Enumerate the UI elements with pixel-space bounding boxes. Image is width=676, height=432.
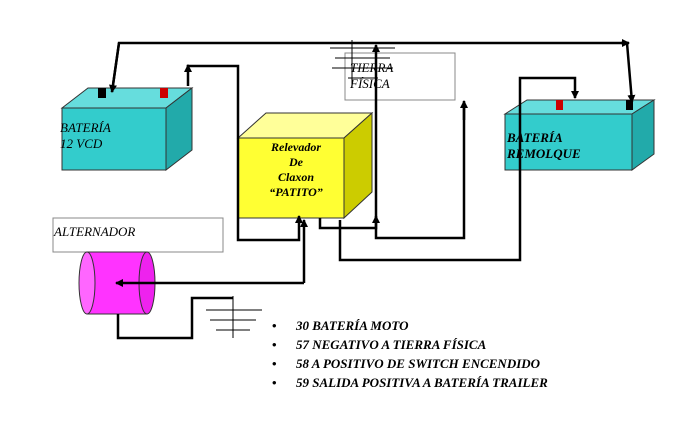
legend-item-text: 57 NEGATIVO A TIERRA FÍSICA xyxy=(296,337,487,352)
battery-label: BATERÍA 12 VCD xyxy=(60,120,111,152)
relay-label-line4: “PATITO” xyxy=(269,185,323,199)
bullet-icon: • xyxy=(272,356,277,371)
battery-label-line2: 12 VCD xyxy=(60,136,103,151)
ground-label-box xyxy=(344,52,456,101)
trailer-label-line1: BATERÍA xyxy=(507,130,563,145)
relay-label-line1: Relevador xyxy=(271,140,321,154)
legend-item-text: 59 SALIDA POSITIVA A BATERÍA TRAILER xyxy=(296,375,548,390)
wire-alternator-to-ground xyxy=(116,296,233,340)
wire-top-bus-start xyxy=(109,42,121,93)
wire-switch-58 xyxy=(372,104,466,240)
ground-symbol-top xyxy=(330,40,395,88)
legend-item: • 57 NEGATIVO A TIERRA FÍSICA xyxy=(270,335,548,354)
trailer-label-line2: REMOLQUE xyxy=(507,146,581,161)
bullet-icon: • xyxy=(272,318,277,333)
battery-12vcd xyxy=(60,86,194,172)
relay-label-line3: Claxon xyxy=(277,170,314,184)
legend-item-text: 58 A POSITIVO DE SWITCH ENCENDIDO xyxy=(296,356,541,371)
trailer-positive-terminal xyxy=(556,100,563,110)
battery-negative-terminal xyxy=(98,88,106,98)
relay-label: Relevador De Claxon “PATITO” xyxy=(240,140,352,200)
battery-label-line1: BATERÍA xyxy=(60,120,111,135)
ground-label-line2: FÍSICA xyxy=(350,76,390,91)
ground-label-line1: TIERRA xyxy=(350,60,394,75)
legend-item: • 30 BATERÍA MOTO xyxy=(270,316,548,335)
trailer-battery-label: BATERÍA REMOLQUE xyxy=(507,130,581,162)
bullet-icon: • xyxy=(272,337,277,352)
alternator-label-box xyxy=(52,217,224,253)
wire-trailer-59 xyxy=(338,76,579,262)
battery-remolque xyxy=(503,99,656,171)
ground-label: TIERRA FÍSICA xyxy=(350,60,393,92)
relay-label-line2: De xyxy=(289,155,303,169)
legend-item: • 59 SALIDA POSITIVA A BATERÍA TRAILER xyxy=(270,373,548,392)
terminal-legend: • 30 BATERÍA MOTO • 57 NEGATIVO A TIERRA F… xyxy=(270,316,548,392)
trailer-negative-terminal xyxy=(626,100,633,110)
battery-positive-terminal xyxy=(160,88,168,98)
ground-symbol-bottom xyxy=(206,296,262,338)
legend-item: • 58 A POSITIVO DE SWITCH ENCENDIDO xyxy=(270,354,548,373)
relay-cube xyxy=(236,111,374,220)
bullet-icon: • xyxy=(272,375,277,390)
wire-relay-to-ground xyxy=(318,44,380,230)
legend-item-text: 30 BATERÍA MOTO xyxy=(296,318,409,333)
alternator-label: ALTERNADOR xyxy=(54,224,136,239)
